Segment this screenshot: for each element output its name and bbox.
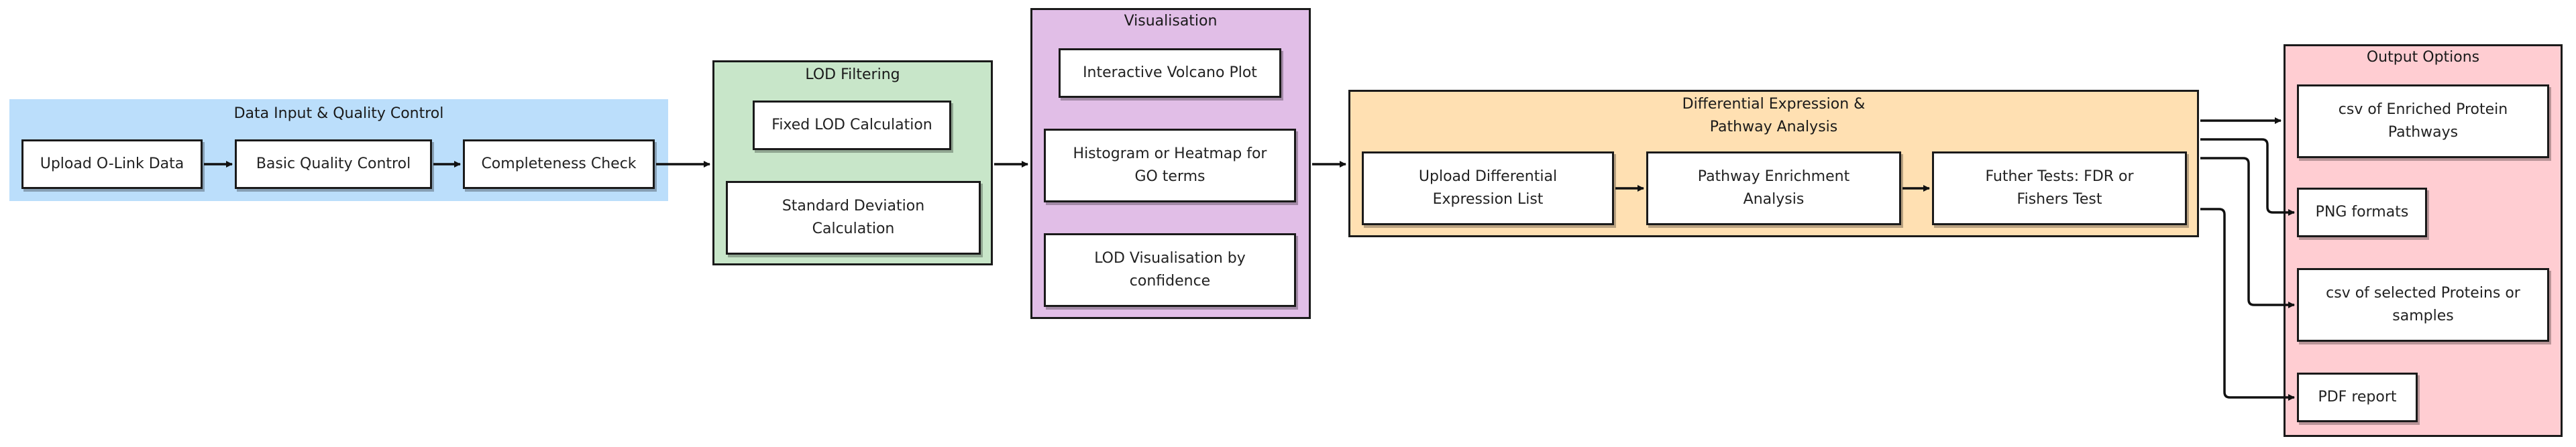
group-title: Data Input & Quality Control: [233, 105, 444, 122]
node-completeness-check: Completeness Check: [463, 139, 655, 189]
edge-diff-to-png: [2200, 138, 2295, 216]
node-upload-olink: Upload O-Link Data: [21, 139, 203, 189]
group-title: LOD Filtering: [805, 66, 900, 83]
node-volcano-plot: Interactive Volcano Plot: [1059, 48, 1281, 98]
edge-diff-to-pdf: [2200, 208, 2295, 401]
group-title: Output Options: [2366, 49, 2480, 66]
edge-diff-to-csv-selected: [2200, 157, 2295, 308]
node-lod-visualisation: LOD Visualisation by confidence: [1044, 233, 1296, 307]
node-upload-diff-expression: Upload Differential Expression List: [1362, 151, 1614, 225]
node-csv-enriched-pathways: csv of Enriched Protein Pathways: [2297, 84, 2549, 158]
node-fixed-lod: Fixed LOD Calculation: [753, 101, 951, 150]
node-png-formats: PNG formats: [2297, 188, 2427, 237]
node-pdf-report: PDF report: [2297, 373, 2418, 422]
node-csv-selected-proteins: csv of selected Proteins or samples: [2297, 268, 2549, 342]
node-further-tests: Futher Tests: FDR or Fishers Test: [1932, 151, 2187, 225]
node-histogram-heatmap: Histogram or Heatmap for GO terms: [1044, 129, 1296, 202]
node-pathway-enrichment: Pathway Enrichment Analysis: [1646, 151, 1901, 225]
group-title: Differential Expression & Pathway Analys…: [1682, 96, 1866, 135]
node-basic-qc: Basic Quality Control: [235, 139, 432, 189]
node-standard-deviation: Standard Deviation Calculation: [726, 181, 981, 255]
group-title: Visualisation: [1124, 13, 1218, 29]
